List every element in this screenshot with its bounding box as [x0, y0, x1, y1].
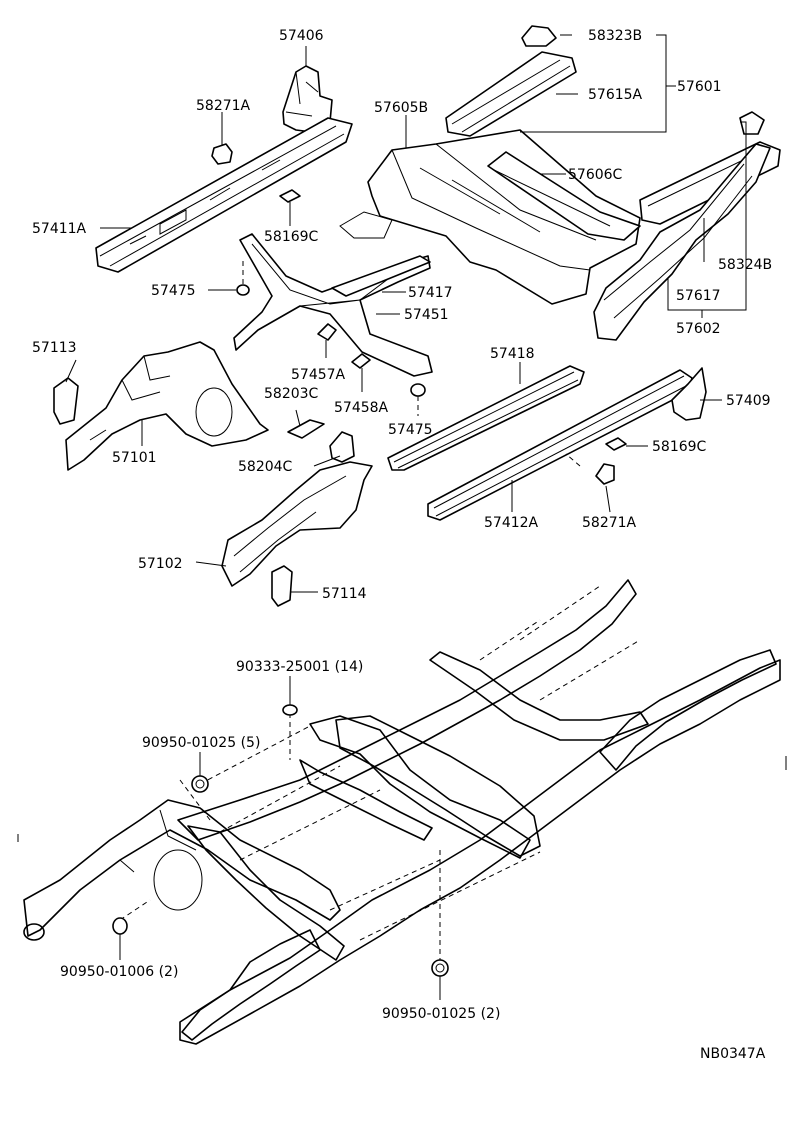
- label-57102[interactable]: 57102: [138, 556, 183, 572]
- part-57606C-channel[interactable]: [487, 151, 641, 241]
- label-57418[interactable]: 57418: [490, 346, 535, 362]
- part-57458A-plate[interactable]: [351, 353, 371, 369]
- label-58323B[interactable]: 58323B: [588, 28, 642, 44]
- part-57451-crossmember[interactable]: [233, 233, 433, 377]
- label-57406[interactable]: 57406: [279, 28, 324, 44]
- part-58169C-plate-right[interactable]: [605, 437, 627, 451]
- part-57615A-rail[interactable]: [445, 51, 577, 137]
- fastener-90950-01006[interactable]: [112, 917, 128, 935]
- label-90950-01025-5[interactable]: 90950-01025 (5): [142, 735, 260, 751]
- part-58271A-clip[interactable]: [211, 143, 233, 165]
- part-57417-member[interactable]: [331, 255, 431, 297]
- part-57605B-crossmember[interactable]: [339, 129, 641, 305]
- label-58271A-top[interactable]: 58271A: [196, 98, 251, 114]
- part-57475-grommet-mid[interactable]: [410, 383, 426, 397]
- part-58204C-bracket[interactable]: [329, 431, 355, 463]
- part-58323B-bracket[interactable]: [521, 25, 557, 47]
- label-57409[interactable]: 57409: [726, 393, 771, 409]
- label-57113[interactable]: 57113: [32, 340, 77, 356]
- label-90950-01006[interactable]: 90950-01006 (2): [60, 964, 178, 980]
- label-90950-01025-2[interactable]: 90950-01025 (2): [382, 1006, 500, 1022]
- label-57475-left[interactable]: 57475: [151, 283, 196, 299]
- part-57457A-plate[interactable]: [317, 323, 337, 341]
- label-58204C[interactable]: 58204C: [238, 459, 293, 475]
- label-57475-mid[interactable]: 57475: [388, 422, 433, 438]
- part-58271A-clip-bottom[interactable]: [595, 463, 615, 485]
- fastener-90333-25001[interactable]: [282, 704, 298, 716]
- assembled-frame[interactable]: [23, 579, 781, 1045]
- part-57475-grommet[interactable]: [236, 284, 250, 296]
- label-57602[interactable]: 57602: [676, 321, 721, 337]
- part-57602-frame-rear[interactable]: [593, 143, 771, 341]
- part-57409-bracket[interactable]: [671, 367, 707, 421]
- part-58324B-bracket[interactable]: [739, 111, 765, 135]
- label-57412A[interactable]: 57412A: [484, 515, 539, 531]
- part-57102-frame-front-right[interactable]: [221, 461, 373, 587]
- label-57101[interactable]: 57101: [112, 450, 157, 466]
- leader-lines: [65, 34, 747, 593]
- label-57458A[interactable]: 57458A: [334, 400, 389, 416]
- diagram-code: NB0347A: [700, 1046, 766, 1062]
- part-57411A-member[interactable]: [95, 117, 353, 273]
- label-57417[interactable]: 57417: [408, 285, 453, 301]
- label-57114[interactable]: 57114: [322, 586, 367, 602]
- part-labels: 57406 58271A 57411A 58169C 57475 58323B …: [32, 28, 772, 1062]
- part-58203C-bracket[interactable]: [287, 419, 325, 439]
- part-57418-member[interactable]: [387, 365, 585, 471]
- label-57451[interactable]: 57451: [404, 307, 449, 323]
- label-57601[interactable]: 57601: [677, 79, 722, 95]
- fastener-90950-01025-2[interactable]: [431, 959, 449, 977]
- part-57114-bracket[interactable]: [271, 565, 293, 607]
- fastener-90950-01025-5[interactable]: [191, 775, 209, 793]
- label-58169C-top[interactable]: 58169C: [264, 229, 319, 245]
- label-57605B[interactable]: 57605B: [374, 100, 428, 116]
- label-58271A-bottom[interactable]: 58271A: [582, 515, 637, 531]
- assembly-dash-lines: [119, 585, 641, 960]
- part-58169C-plate[interactable]: [279, 189, 301, 203]
- label-58203C[interactable]: 58203C: [264, 386, 319, 402]
- part-57406-bracket[interactable]: [282, 65, 333, 133]
- part-57113-bracket[interactable]: [53, 377, 79, 425]
- label-58324B[interactable]: 58324B: [718, 257, 772, 273]
- margin-marks: [17, 756, 787, 842]
- label-57617[interactable]: 57617: [676, 288, 721, 304]
- label-90333-25001[interactable]: 90333-25001 (14): [236, 659, 363, 675]
- label-58169C-right[interactable]: 58169C: [652, 439, 707, 455]
- label-57615A[interactable]: 57615A: [588, 87, 643, 103]
- lower-leader-lines: [119, 676, 441, 1000]
- part-57101-frame-front-left[interactable]: [65, 341, 269, 471]
- label-57457A[interactable]: 57457A: [291, 367, 346, 383]
- label-57606C[interactable]: 57606C: [568, 167, 623, 183]
- label-57411A[interactable]: 57411A: [32, 221, 87, 237]
